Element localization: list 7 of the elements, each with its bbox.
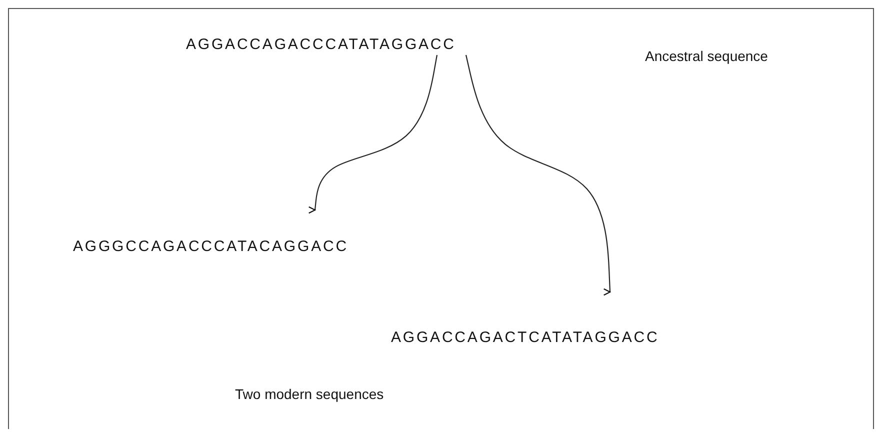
arrow <box>312 54 438 211</box>
arrow <box>465 54 614 293</box>
dna-sequence: AGGACCAGACTCATATAGGACC <box>391 329 660 346</box>
dna-sequence: AGGACCAGACCCATATAGGACC <box>186 36 456 53</box>
caption-text: Ancestral sequence <box>645 48 768 64</box>
dna-sequence: AGGGCCAGACCCATACAGGACC <box>73 238 348 255</box>
caption-text: Two modern sequences <box>235 386 384 402</box>
